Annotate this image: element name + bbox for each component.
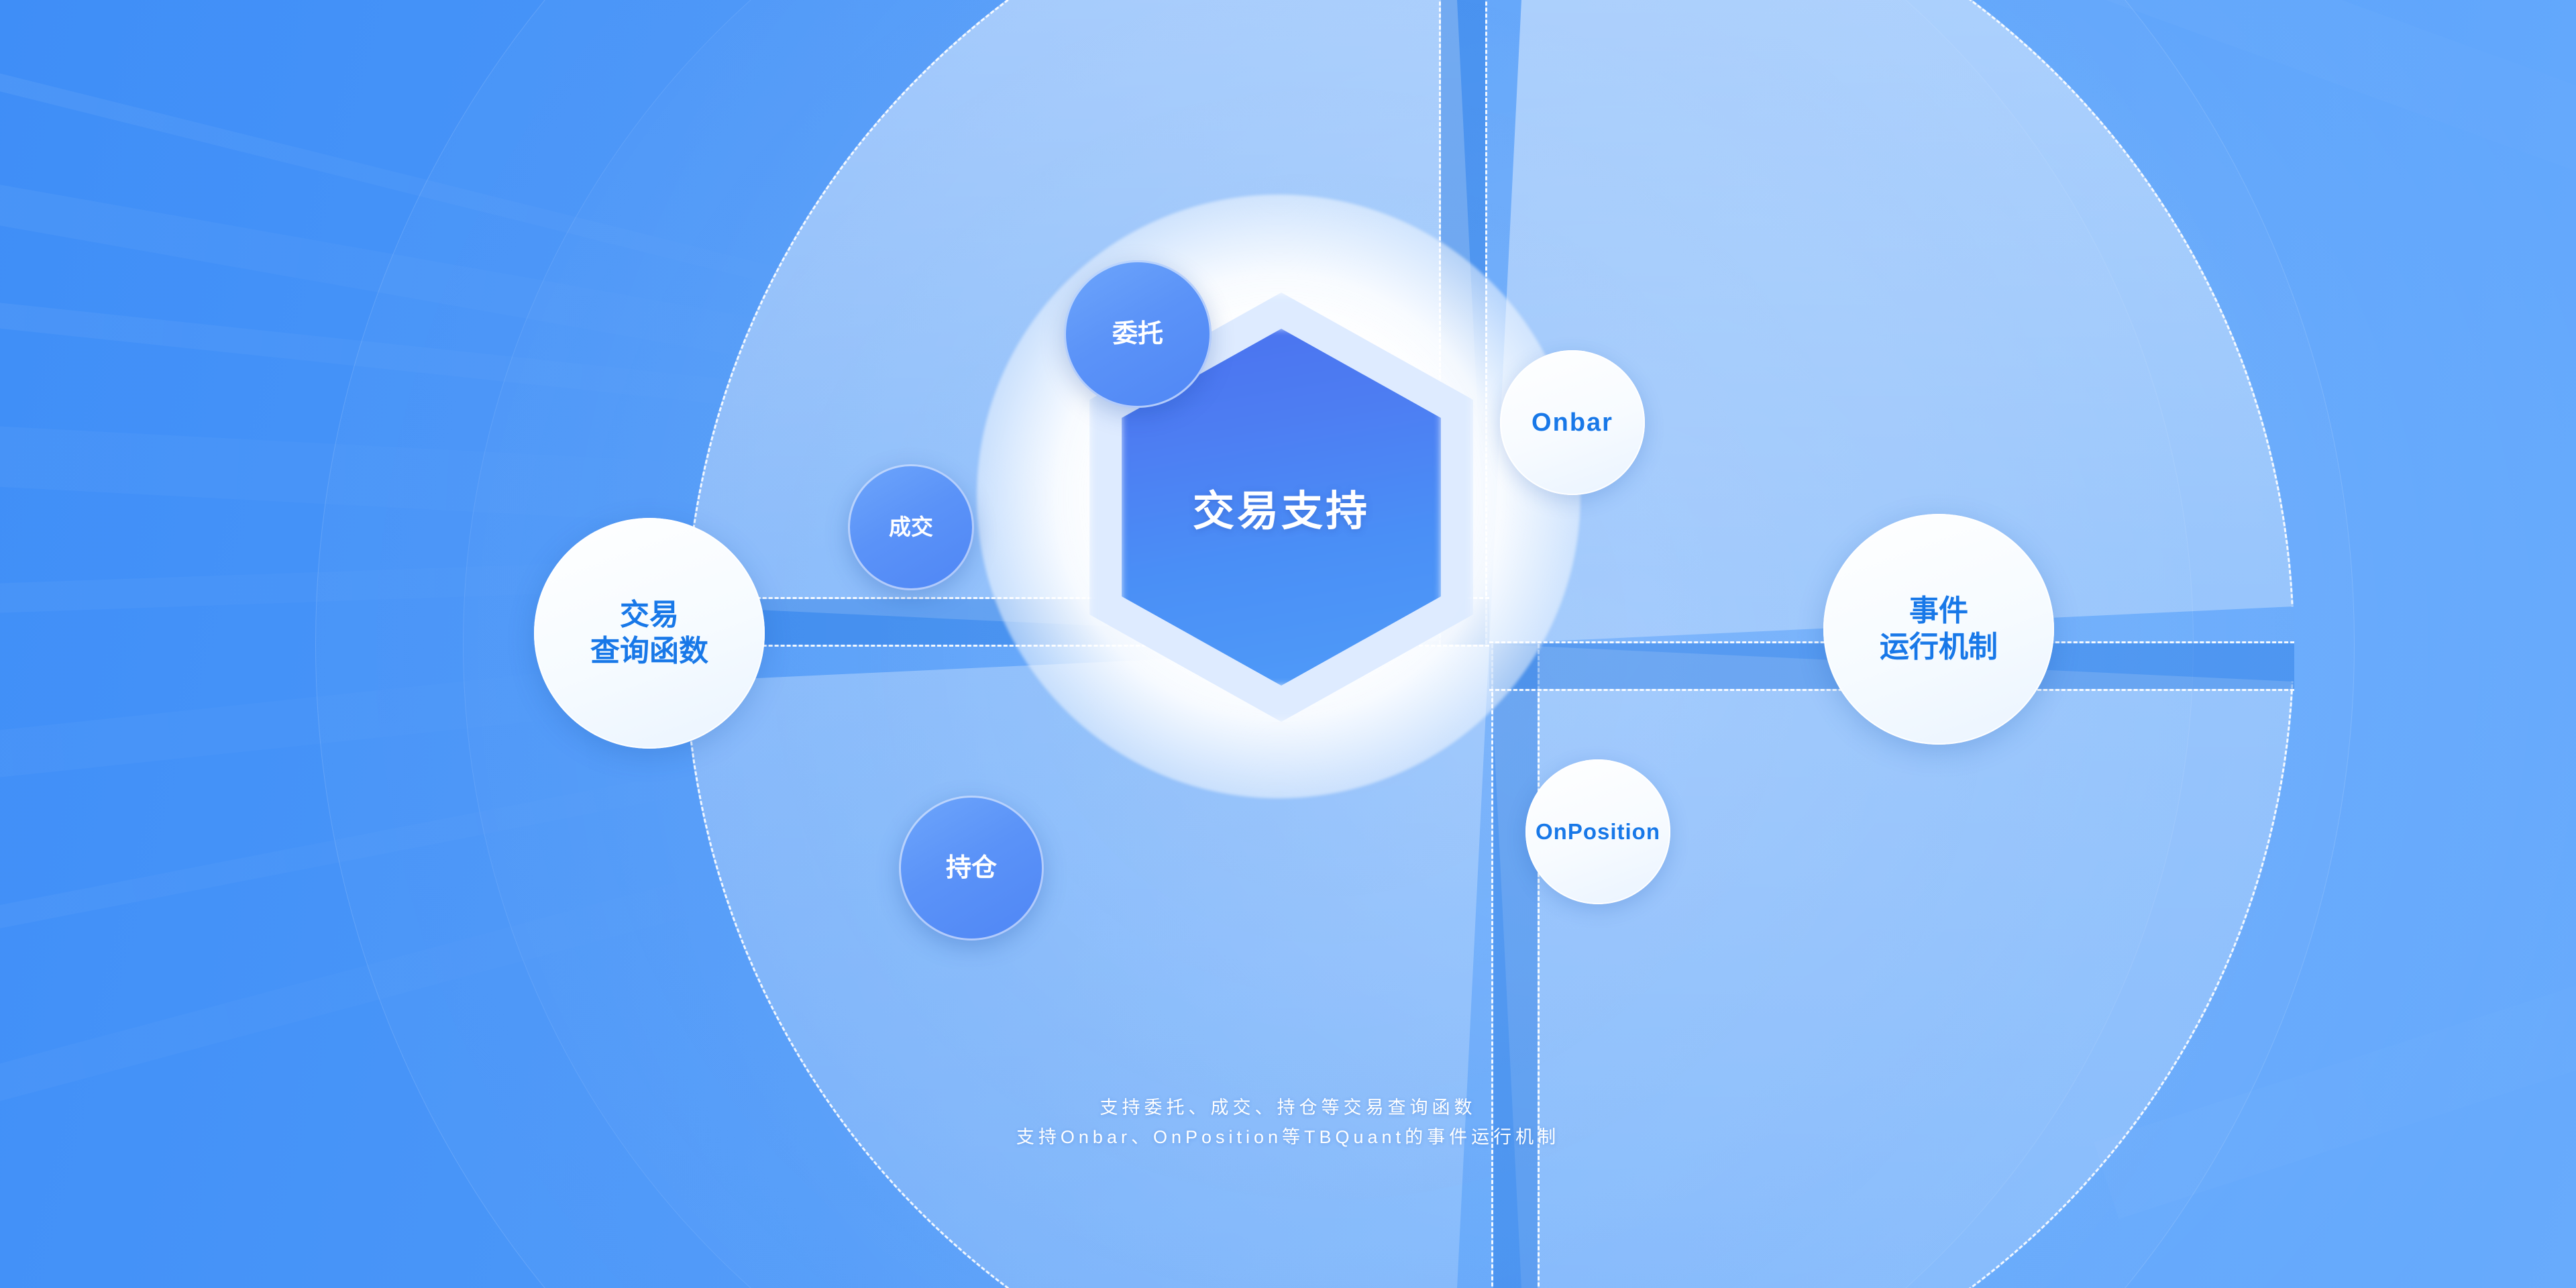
caption-line-1: 支持委托、成交、持仓等交易查询函数 — [1099, 1097, 1477, 1118]
center-label: 交易支持 — [1122, 329, 1441, 686]
light-ray — [0, 760, 750, 962]
node-label: OnPosition — [1536, 818, 1660, 844]
node-onbar[interactable]: Onbar — [1500, 350, 1645, 495]
node-label: 成交 — [889, 514, 933, 539]
caption-block: 支持委托、成交、持仓等交易查询函数 支持Onbar、OnPosition等TBQ… — [0, 1093, 2576, 1152]
node-label: 委托 — [1112, 319, 1163, 348]
node-event-mechanism[interactable]: 事件 运行机制 — [1823, 514, 2054, 745]
node-onposition[interactable]: OnPosition — [1525, 759, 1670, 904]
node-label-line1: 交易 — [620, 598, 679, 632]
node-label: Onbar — [1532, 408, 1613, 437]
node-chengjiao[interactable]: 成交 — [848, 464, 974, 590]
gap-dash-edge — [1491, 644, 1493, 1288]
gap-dash-edge — [1538, 644, 1540, 1288]
caption-line-2: 支持Onbar、OnPosition等TBQuant的事件运行机制 — [1016, 1126, 1560, 1147]
ring-gap-vertical-bottom — [1491, 644, 1540, 1288]
node-weituo[interactable]: 委托 — [1064, 260, 1212, 408]
light-ray — [0, 416, 739, 526]
node-label-line2: 运行机制 — [1880, 631, 1998, 663]
node-chicang[interactable]: 持仓 — [899, 796, 1044, 941]
node-label-line2: 查询函数 — [590, 635, 708, 667]
light-ray — [0, 282, 801, 413]
node-label-line1: 事件 — [1909, 594, 1968, 628]
node-label: 持仓 — [945, 853, 997, 882]
center-label-text: 交易支持 — [1192, 488, 1370, 535]
node-trade-query[interactable]: 交易 查询函数 — [534, 518, 765, 749]
